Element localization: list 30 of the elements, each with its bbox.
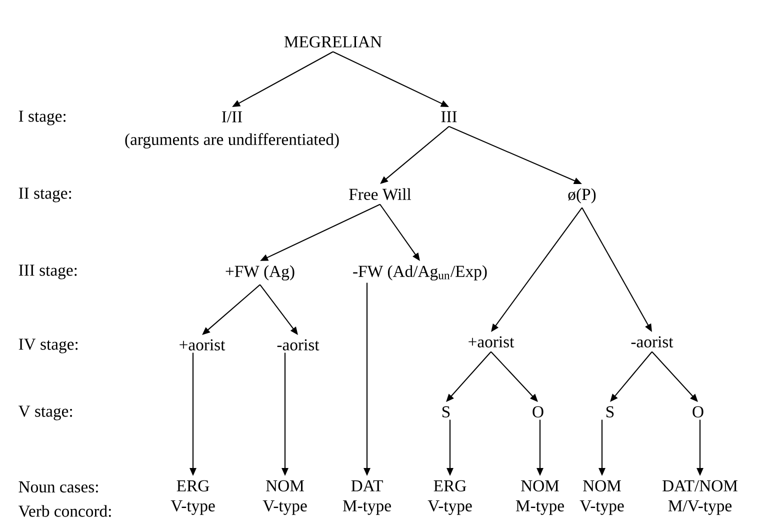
- stage-label: Noun cases:: [18, 481, 98, 493]
- stage-text: MEGRELIAN: [284, 36, 382, 48]
- stage-text: +aorist: [180, 339, 226, 350]
- stage-label: III stage:: [18, 264, 77, 280]
- case-text: NOM M-type: [516, 480, 564, 515]
- stage-text: O: [532, 406, 544, 418]
- case-text: NOM V-type: [580, 480, 624, 515]
- case-text: ERG V-type: [428, 480, 472, 515]
- stage-label: Verb concord:: [18, 505, 111, 517]
- arrow: [490, 351, 538, 402]
- stage-label: I stage:: [18, 110, 66, 126]
- stage-text: O: [692, 406, 704, 418]
- stage-label: IV stage:: [18, 338, 78, 354]
- stage-text: +FW (Ag): [226, 265, 294, 280]
- stage-text: +aorist: [468, 336, 514, 348]
- stage-text: III: [441, 111, 457, 122]
- stage-label: V stage:: [18, 406, 72, 420]
- stage-text: ø(P): [568, 188, 596, 204]
- stage-text: -aorist: [631, 336, 674, 348]
- stage-text: Free Will: [349, 188, 412, 200]
- stage-text: S: [606, 406, 614, 418]
- case-text: ERG V-type: [170, 480, 215, 515]
- case-text: I/II (arguments are undifferentiated): [125, 111, 339, 149]
- stage-text: -aorist: [277, 339, 320, 350]
- stage-text: S: [442, 406, 450, 418]
- case-text: DAT/NOM M/V-type: [662, 480, 738, 515]
- stage-label: II stage:: [18, 188, 72, 202]
- case-text: NOM V-type: [262, 480, 307, 515]
- stage-text: -FW (Ad/Ag$_{un}$/Exp): [353, 265, 487, 280]
- case-text: DAT M-type: [342, 480, 391, 515]
